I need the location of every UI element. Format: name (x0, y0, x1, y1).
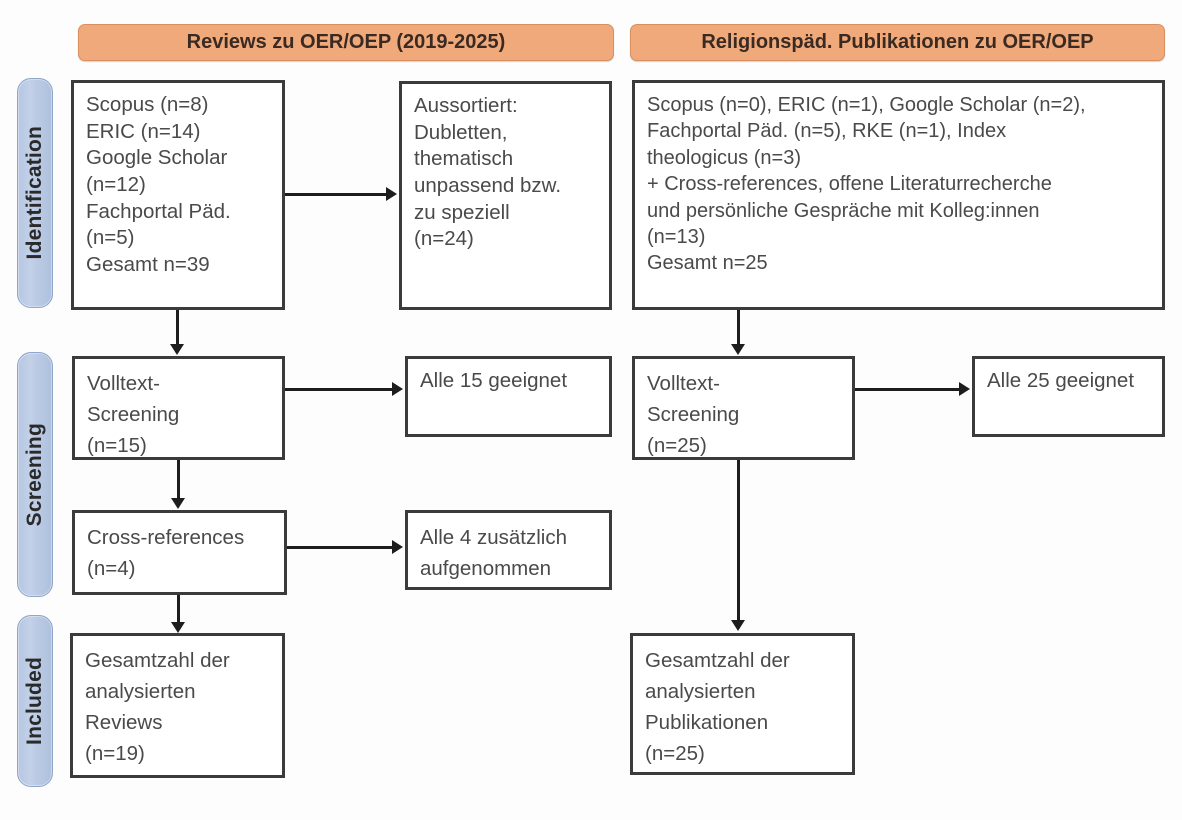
arrowhead-left-screening-to-result (392, 382, 403, 396)
arrowhead-left-screening-to-crossrefs (171, 498, 185, 509)
node-left-identification-sources-text: Scopus (n=8) ERIC (n=14) Google Scholar … (86, 93, 231, 276)
node-left-excluded-text: Aussortiert: Dubletten, thematisch unpas… (414, 94, 562, 251)
connector-left-crossrefs-to-included (177, 595, 180, 622)
node-right-included-total-text: Gesamtzahl der analysierten Publikatione… (645, 649, 790, 766)
node-left-identification-sources: Scopus (n=8) ERIC (n=14) Google Scholar … (71, 80, 285, 310)
connector-right-screening-to-included (737, 460, 740, 620)
node-left-cross-references-result-text: Alle 4 zusätzlich aufgenommen (420, 526, 567, 581)
node-left-fulltext-result: Alle 15 geeignet (405, 356, 612, 437)
arrowhead-left-crossrefs-to-result (392, 540, 403, 554)
connector-left-screening-to-crossrefs (177, 460, 180, 498)
connector-left-crossrefs-to-result (287, 546, 392, 549)
arrowhead-left-sources-to-excluded (386, 187, 397, 201)
stage-label-screening: Screening (23, 422, 46, 527)
node-left-fulltext-result-text: Alle 15 geeignet (420, 369, 568, 392)
node-right-fulltext-result-text: Alle 25 geeignet (987, 369, 1135, 392)
banner-left-label: Reviews zu OER/OEP (2019-2025) (186, 31, 506, 53)
node-left-cross-references-text: Cross-references (n=4) (87, 526, 245, 581)
stage-label-identification: Identification (23, 126, 46, 260)
node-left-fulltext-screening: Volltext- Screening (n=15) (72, 356, 285, 460)
connector-left-screening-to-result (285, 388, 392, 391)
arrowhead-right-screening-to-included (731, 620, 745, 631)
node-left-excluded: Aussortiert: Dubletten, thematisch unpas… (399, 81, 612, 310)
stage-bar-screening: Screening (17, 352, 53, 597)
arrowhead-left-sources-to-screening (170, 344, 184, 355)
banner-left-column: Reviews zu OER/OEP (2019-2025) (78, 24, 614, 61)
node-left-included-total-text: Gesamtzahl der analysierten Reviews (n=1… (85, 649, 230, 766)
connector-left-sources-to-excluded (285, 193, 386, 196)
arrowhead-right-sources-to-screening (731, 344, 745, 355)
node-right-identification-sources-text: Scopus (n=0), ERIC (n=1), Google Scholar… (647, 94, 1086, 275)
node-right-fulltext-result: Alle 25 geeignet (972, 356, 1165, 437)
connector-left-sources-to-screening (176, 310, 179, 344)
connector-right-screening-to-result (855, 388, 959, 391)
node-left-cross-references-result: Alle 4 zusätzlich aufgenommen (405, 510, 612, 590)
node-right-included-total: Gesamtzahl der analysierten Publikatione… (630, 633, 855, 775)
connector-right-sources-to-screening (737, 310, 740, 344)
stage-label-included: Included (23, 657, 46, 745)
stage-bar-included: Included (17, 615, 53, 787)
node-left-fulltext-screening-text: Volltext- Screening (n=15) (87, 372, 180, 458)
banner-right-column: Religionspäd. Publikationen zu OER/OEP (630, 24, 1165, 61)
node-right-identification-sources: Scopus (n=0), ERIC (n=1), Google Scholar… (632, 80, 1165, 310)
arrowhead-left-crossrefs-to-included (171, 622, 185, 633)
stage-bar-identification: Identification (17, 78, 53, 308)
arrowhead-right-screening-to-result (959, 382, 970, 396)
node-right-fulltext-screening: Volltext- Screening (n=25) (632, 356, 855, 460)
node-right-fulltext-screening-text: Volltext- Screening (n=25) (647, 372, 740, 458)
banner-right-label: Religionspäd. Publikationen zu OER/OEP (701, 31, 1094, 53)
node-left-cross-references: Cross-references (n=4) (72, 510, 287, 595)
node-left-included-total: Gesamtzahl der analysierten Reviews (n=1… (70, 633, 285, 778)
